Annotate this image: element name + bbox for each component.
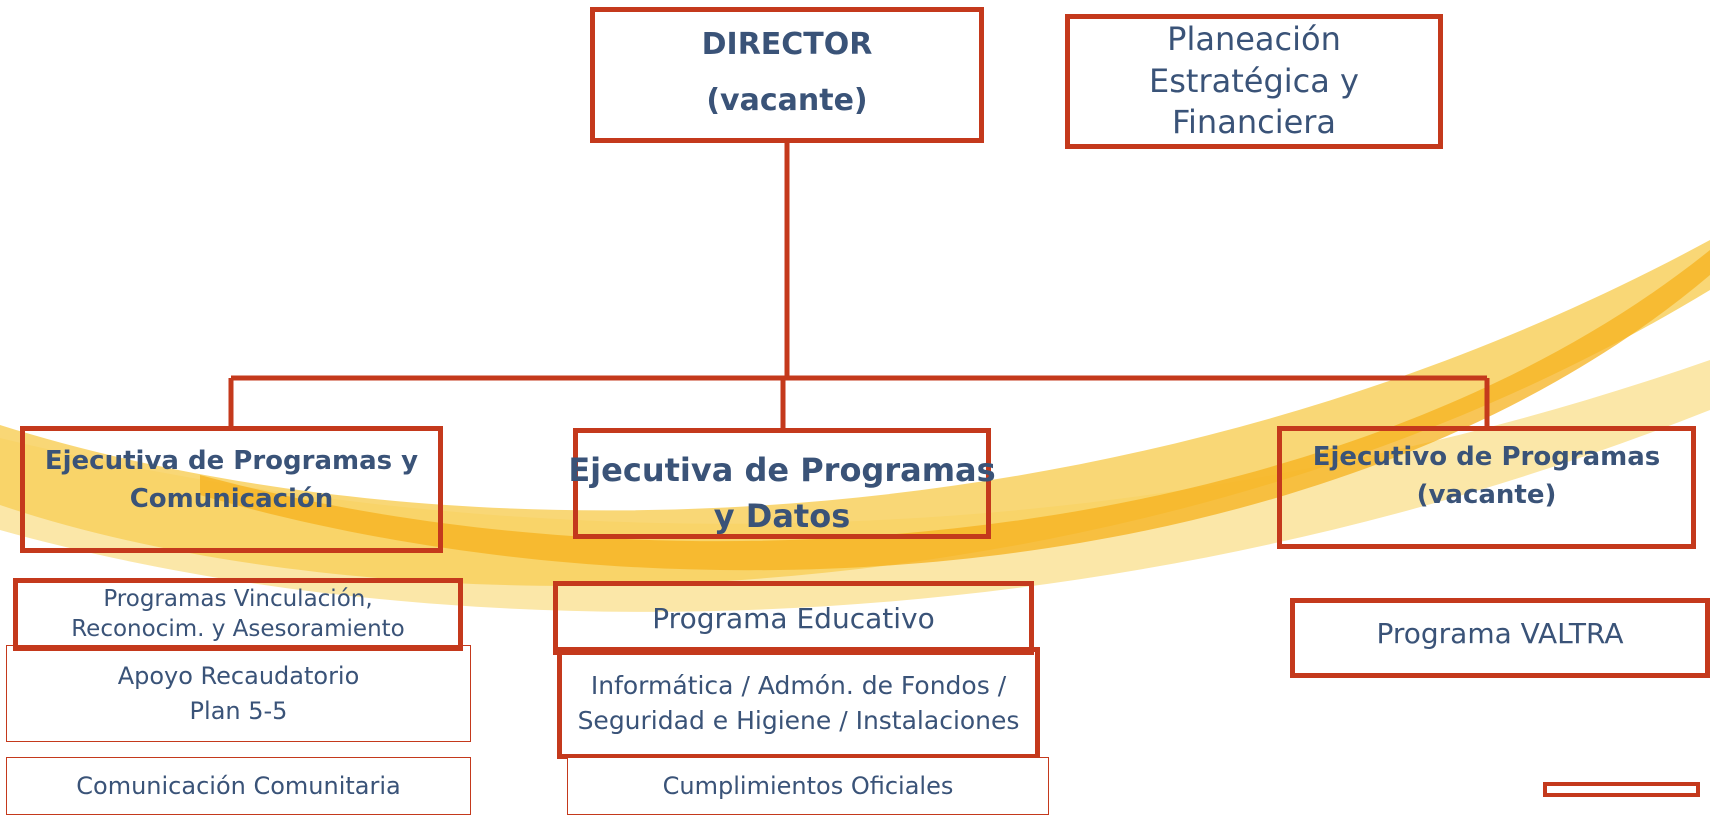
comunicacion-box: Comunicación Comunitaria xyxy=(6,757,471,815)
swoosh-mid xyxy=(0,240,1710,586)
prog-vinculacion-line2: Reconocim. y Asesoramiento xyxy=(71,615,405,642)
exec-datos-line1: Ejecutiva de Programas xyxy=(568,451,996,489)
cumplimientos-box: Cumplimientos Oficiales xyxy=(567,757,1049,815)
informatica-line1: Informática / Admón. de Fondos / xyxy=(590,671,1007,700)
director-box: DIRECTOR (vacante) xyxy=(590,7,984,143)
apoyo-line2: Plan 5-5 xyxy=(189,696,288,725)
valtra-box: Programa VALTRA xyxy=(1290,598,1710,678)
apoyo-box: Apoyo Recaudatorio Plan 5-5 xyxy=(6,645,471,742)
exec-vacante-line1: Ejecutivo de Programas xyxy=(1312,442,1661,472)
exec-comunicacion-line2: Comunicación xyxy=(129,483,334,514)
prog-vinculacion-box: Programas Vinculación, Reconocim. y Ases… xyxy=(13,578,463,651)
comunicacion-line1: Comunicación Comunitaria xyxy=(76,772,401,800)
informatica-line2: Seguridad e Higiene / Instalaciones xyxy=(577,706,1020,735)
valtra-line1: Programa VALTRA xyxy=(1376,617,1624,650)
cumplimientos-line1: Cumplimientos Oficiales xyxy=(662,772,954,800)
director-subtitle: (vacante) xyxy=(706,82,868,118)
prog-educativo-line1: Programa Educativo xyxy=(652,601,935,635)
informatica-box: Informática / Admón. de Fondos / Segurid… xyxy=(557,647,1040,759)
exec-vacante-box: Ejecutivo de Programas (vacante) xyxy=(1277,426,1696,549)
exec-datos-line2: y Datos xyxy=(713,497,851,536)
apoyo-line1: Apoyo Recaudatorio xyxy=(117,661,360,690)
exec-comunicacion-box: Ejecutiva de Programas y Comunicación xyxy=(20,426,443,553)
exec-vacante-line2: (vacante) xyxy=(1416,479,1557,510)
prog-educativo-box: Programa Educativo xyxy=(553,581,1034,655)
director-title: DIRECTOR xyxy=(701,26,873,62)
exec-datos-box: Ejecutiva de Programas y Datos xyxy=(568,428,996,539)
planeacion-box: Planeación Estratégica y Financiera xyxy=(1065,14,1443,149)
prog-vinculacion-line1: Programas Vinculación, xyxy=(103,585,373,612)
planeacion-line1: Planeación xyxy=(1167,20,1341,59)
planeacion-line3: Financiera xyxy=(1171,103,1337,142)
planeacion-line2: Estratégica y xyxy=(1149,61,1359,100)
exec-comunicacion-line1: Ejecutiva de Programas y xyxy=(44,446,419,476)
small-bar-decoration xyxy=(1543,782,1700,797)
